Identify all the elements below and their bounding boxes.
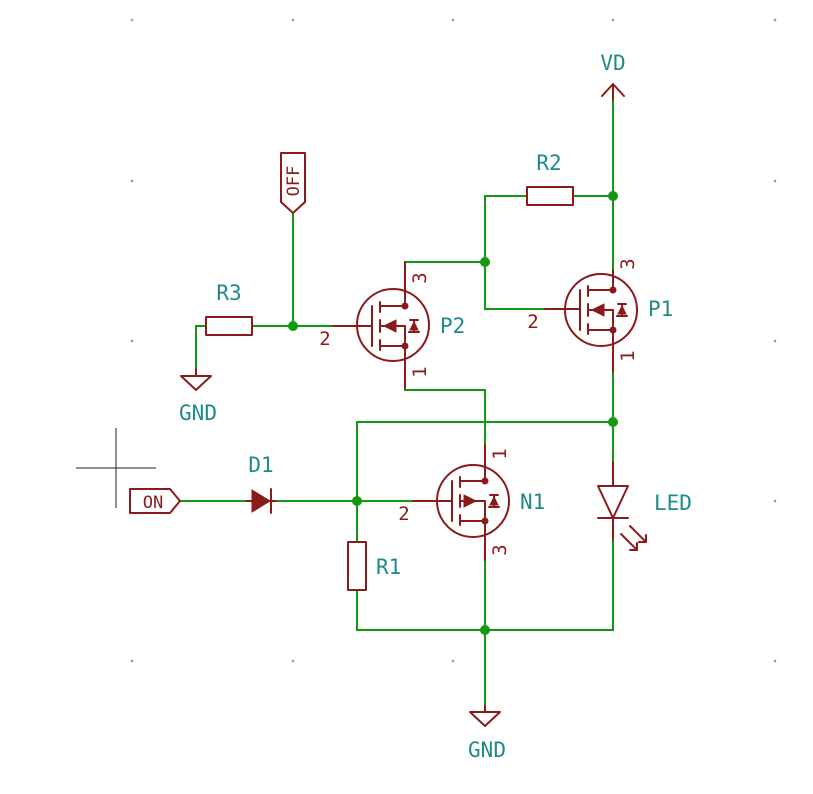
gnd-label-left: GND — [179, 401, 217, 425]
resistor-r3[interactable]: R3 — [205, 281, 253, 336]
vd-label: VD — [600, 51, 625, 75]
sheet-grid — [130, 18, 777, 663]
mosfet-p2[interactable]: P2 2 3 1 — [319, 261, 465, 389]
p1-reference: P1 — [648, 297, 673, 321]
n1-pin-drain: 1 — [489, 448, 511, 459]
wires — [179, 99, 614, 707]
p1-pin-gate: 2 — [527, 311, 538, 333]
junctions — [288, 191, 618, 635]
vd-power-symbol[interactable]: VD — [600, 51, 626, 101]
d1-reference: D1 — [248, 453, 273, 477]
r2-reference: R2 — [536, 151, 561, 175]
on-global-label[interactable]: ON — [129, 488, 181, 514]
gnd-power-symbol-bottom[interactable]: GND — [468, 705, 506, 762]
led-reference: LED — [654, 491, 692, 515]
r3-reference: R3 — [216, 281, 241, 305]
resistor-r1[interactable]: R1 — [347, 541, 401, 591]
crosshair-cursor — [76, 428, 156, 508]
diode-d1[interactable]: D1 — [245, 453, 277, 514]
p2-reference: P2 — [440, 314, 465, 338]
p1-pin-source: 1 — [617, 350, 639, 361]
n1-pin-gate: 2 — [398, 503, 409, 525]
led[interactable]: LED — [597, 461, 692, 551]
r1-reference: R1 — [376, 555, 401, 579]
on-label-text: ON — [143, 493, 163, 513]
n1-reference: N1 — [520, 490, 545, 514]
off-label-text: OFF — [284, 166, 304, 197]
resistor-r2[interactable]: R2 — [526, 151, 574, 206]
n1-pin-source: 3 — [489, 544, 511, 555]
p2-pin-drain: 3 — [409, 272, 431, 283]
mosfet-n1[interactable]: N1 2 1 3 — [398, 444, 545, 561]
mosfet-p1[interactable]: P1 2 3 1 — [527, 258, 673, 373]
gnd-power-symbol-left[interactable]: GND — [179, 368, 217, 425]
p2-pin-source: 1 — [409, 366, 431, 377]
gnd-label-bottom: GND — [468, 738, 506, 762]
p1-pin-drain: 3 — [617, 258, 639, 269]
p2-pin-gate: 2 — [319, 328, 330, 350]
off-global-label[interactable]: OFF — [280, 152, 306, 214]
